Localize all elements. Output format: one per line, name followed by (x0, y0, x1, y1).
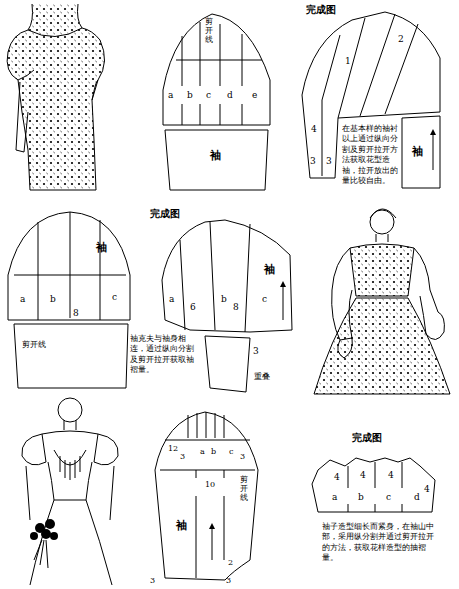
pattern-label: a (200, 447, 205, 456)
pattern-label: 袖 (412, 146, 423, 159)
pattern-label: 2 (398, 34, 404, 44)
finished-sleeve (312, 458, 435, 512)
pattern-label: 剪开线 (240, 476, 248, 502)
pattern-label: 3 (253, 346, 259, 356)
pattern-label: a (169, 294, 174, 304)
pattern-label: 6 (190, 302, 196, 312)
pattern-label: a (168, 90, 173, 100)
pattern-label: 4 (388, 470, 394, 480)
pattern-label: 完成图 (352, 432, 382, 444)
pattern-label: 重叠 (254, 372, 270, 381)
pattern-label: 完成图 (150, 208, 180, 220)
pattern-label: 2 (228, 558, 233, 567)
pattern-label: 4 (360, 470, 366, 480)
finished-sleeve (302, 12, 440, 188)
note-text: 袖克夫与袖身相连，通过纵向分割及剪开拉开获取袖褶量。 (130, 334, 196, 376)
pattern-label: e (252, 90, 257, 100)
pattern-label: a (332, 492, 337, 502)
note-text: 袖子造型细长而紧身，在袖山中部，采用纵分割并通过剪开拉开的方法，获取花样造型的抽… (322, 522, 436, 564)
pattern-label: 完成图 (306, 4, 336, 16)
pattern-label: c (386, 492, 391, 502)
sleeve-pattern (8, 212, 130, 388)
pattern-label: 8 (233, 302, 239, 312)
pattern-label: a (20, 294, 25, 304)
pattern-label: 4 (334, 472, 340, 482)
pattern-label: b (221, 294, 227, 304)
pattern-label: b (50, 294, 56, 304)
pattern-label: 袖 (176, 520, 187, 533)
pattern-label: 3 (326, 156, 332, 166)
dress-figure (22, 398, 118, 585)
pattern-label: 袖 (96, 242, 107, 255)
pattern-label: 3 (310, 156, 316, 166)
pattern-label: b (187, 90, 193, 100)
pattern-label: c (229, 447, 233, 456)
pattern-label: 10 (205, 480, 215, 489)
pattern-label: 12 (168, 444, 178, 453)
pattern-label: 4 (311, 124, 317, 134)
pattern-label: 袖 (264, 264, 275, 277)
pattern-label: b (358, 492, 364, 502)
pattern-label: c (262, 294, 267, 304)
pattern-label: 剪开线 (205, 18, 213, 44)
pattern-label: b (211, 447, 216, 456)
pattern-label: 1 (345, 56, 351, 66)
sleeve-pattern (155, 412, 258, 580)
pattern-label: 3 (226, 576, 231, 585)
dress-figure (314, 209, 450, 394)
pattern-label: d (227, 90, 233, 100)
note-text: 在基本样的袖衬以上通过纵向分割及剪开拉开方法获取花型造袖，拉开放出的量比较自由。 (342, 124, 400, 186)
pattern-label: 8 (73, 308, 79, 318)
sleeve-pattern (163, 14, 270, 190)
pattern-label: 剪开线 (22, 340, 46, 349)
pattern-label: 3 (240, 452, 245, 461)
pattern-label: 3 (150, 576, 155, 585)
dress-figure (7, 4, 104, 190)
pattern-label: d (414, 492, 420, 502)
pattern-label: 4 (424, 484, 430, 494)
pattern-label: 3 (180, 452, 185, 461)
pattern-label: c (112, 292, 117, 302)
pattern-label: c (206, 90, 211, 100)
pattern-label: 袖 (210, 150, 221, 163)
